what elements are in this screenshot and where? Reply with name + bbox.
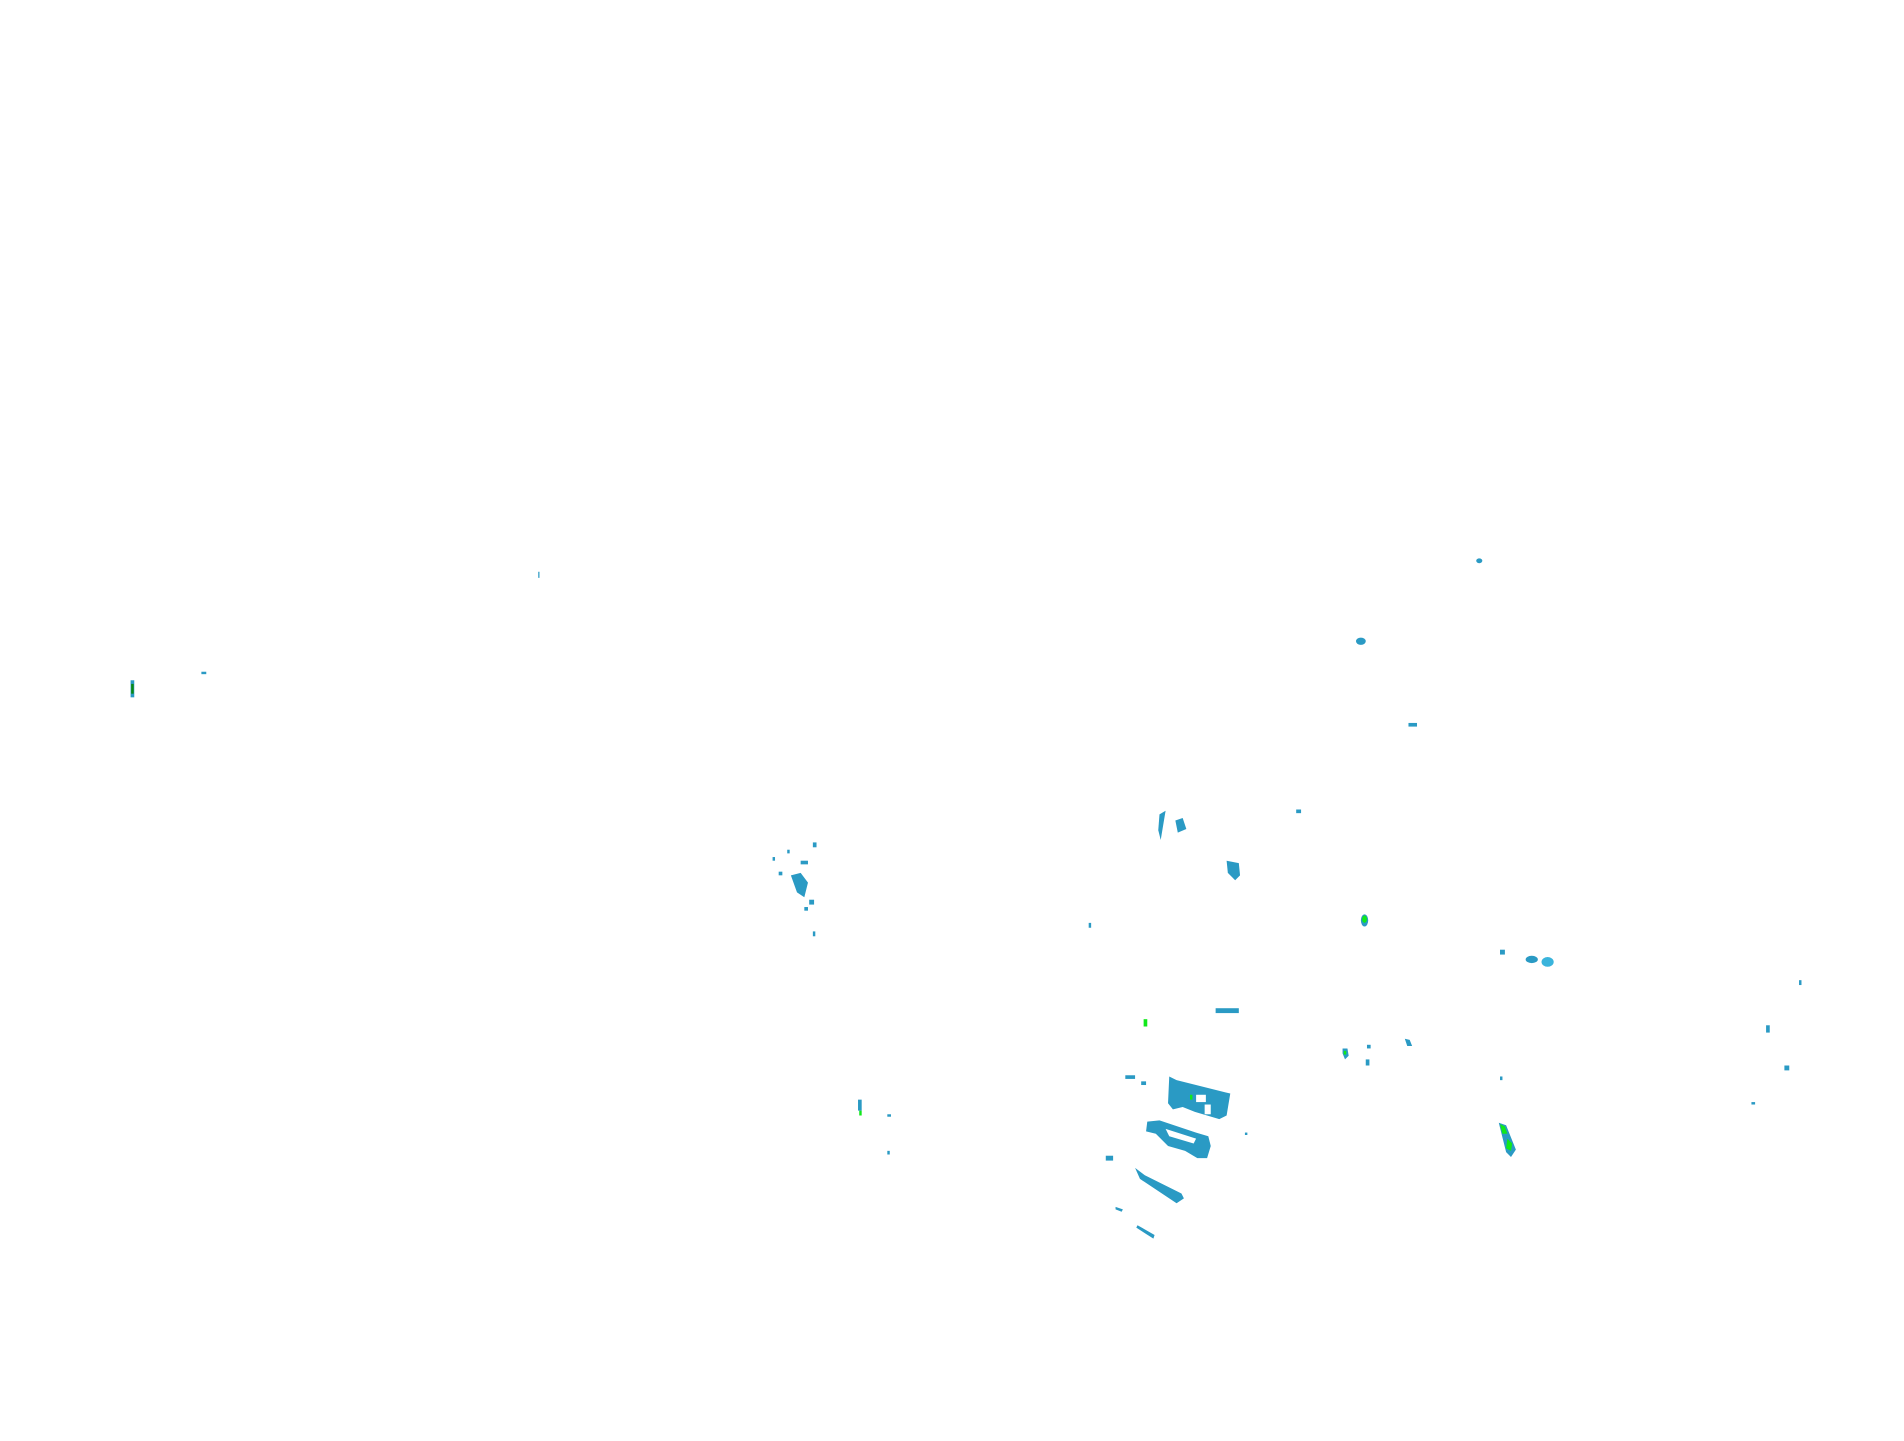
precip-cluster-main [1105,1008,1413,1239]
precip-cells-north [1088,558,1483,928]
precip-cluster-west [772,842,891,1155]
precip-cells-east [1498,949,1802,1157]
precip-cell-far-west [130,571,540,698]
